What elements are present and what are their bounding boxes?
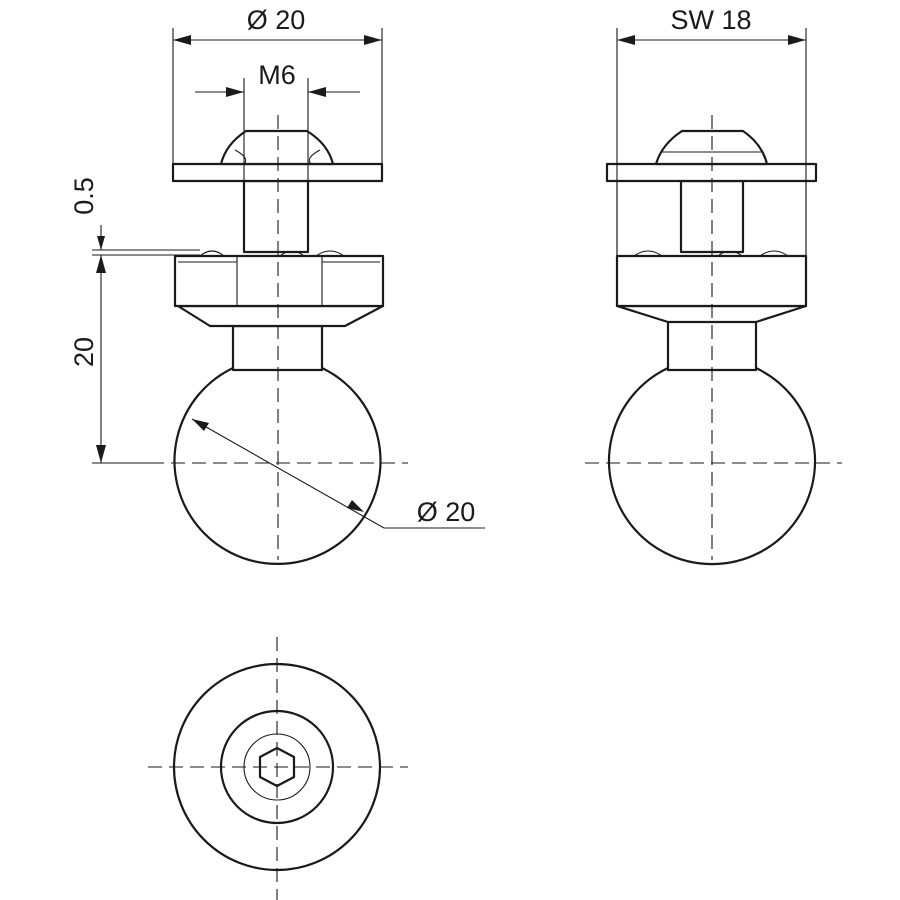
front-chamfer xyxy=(176,304,385,328)
dim-flange-diameter: Ø 20 xyxy=(172,5,383,164)
label-wrench-size: SW 18 xyxy=(670,5,751,35)
side-ball xyxy=(607,366,817,566)
label-gap: 0.5 xyxy=(69,177,99,215)
front-shaft xyxy=(242,179,310,254)
dim-height: 20 xyxy=(69,255,150,464)
dim-wrench-size: SW 18 xyxy=(616,5,807,256)
label-thread: M6 xyxy=(258,60,296,90)
side-shaft xyxy=(679,179,745,254)
front-screw-head xyxy=(219,129,335,166)
label-flange-diameter: Ø 20 xyxy=(247,5,306,35)
dim-ball-diameter: Ø 20 xyxy=(191,418,485,529)
dim-gap: 0.5 xyxy=(69,177,200,256)
front-hex-nut xyxy=(173,254,385,308)
front-view xyxy=(150,115,408,565)
dim-thread: M6 xyxy=(195,60,360,181)
top-view xyxy=(148,637,408,900)
side-view xyxy=(585,115,842,566)
label-height: 20 xyxy=(69,337,99,367)
front-ball xyxy=(173,366,382,565)
label-ball-diameter: Ø 20 xyxy=(417,497,476,527)
